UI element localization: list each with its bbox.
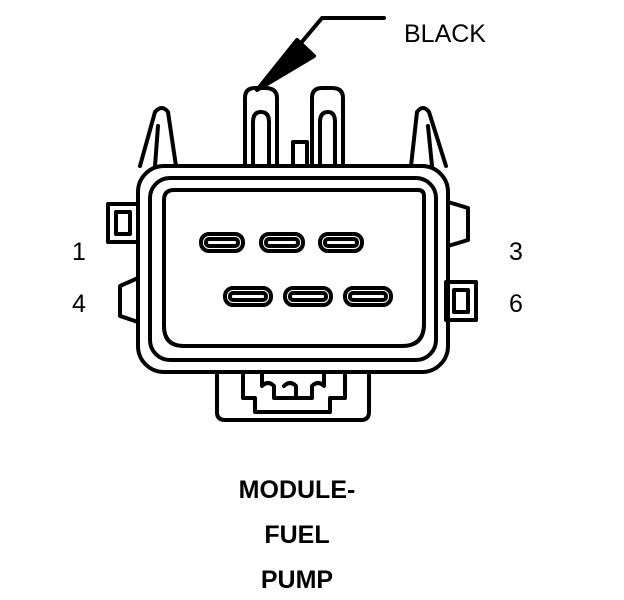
right-detent-lower: [444, 280, 478, 322]
pin-label-4: 4: [72, 290, 86, 318]
caption-line-2: FUEL: [264, 521, 330, 549]
bottom-lock-tab: [215, 370, 371, 422]
right-latch: [409, 106, 448, 168]
left-latch: [138, 106, 178, 168]
pin-label-3: 3: [509, 238, 523, 266]
cavity-4: [223, 286, 273, 307]
callout-arrow: [255, 16, 386, 92]
caption-line-3: PUMP: [260, 566, 334, 594]
cavity-5: [283, 286, 333, 307]
cavity-3: [318, 232, 364, 253]
cavity-1: [199, 232, 245, 253]
connector-housing-inner: [148, 176, 438, 362]
terminal-cavities: [199, 232, 393, 307]
pin-label-6: 6: [509, 290, 523, 318]
top-terminal: [310, 86, 345, 168]
cavity-2: [259, 232, 305, 253]
wire-color-label: BLACK: [404, 20, 486, 48]
caption-line-1: MODULE-: [238, 476, 356, 504]
top-terminal-black: [243, 86, 279, 168]
connector-housing-outer: [136, 164, 450, 374]
cavity-6: [343, 286, 393, 307]
left-detent-lower: [118, 276, 140, 324]
cavity-face: [162, 188, 426, 348]
pin-label-1: 1: [72, 238, 86, 266]
center-key: [291, 140, 309, 168]
left-detent-upper: [106, 202, 140, 244]
right-detent-upper: [446, 200, 470, 248]
